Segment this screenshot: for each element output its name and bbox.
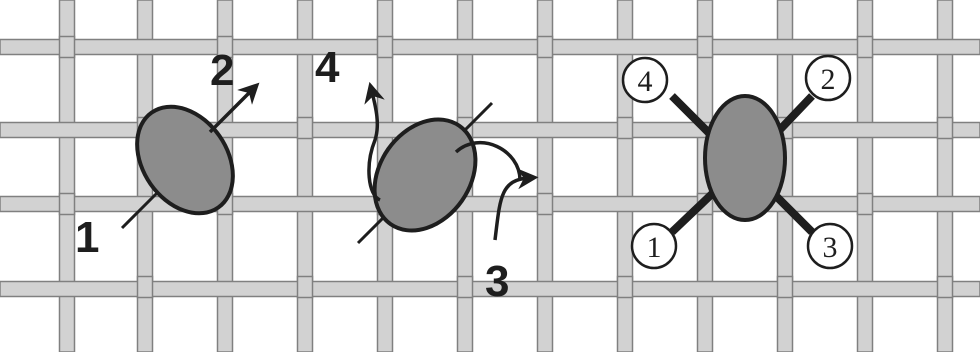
circled-label-three: 3 (823, 231, 838, 264)
circled-label-one: 1 (647, 231, 662, 264)
thread-crossing (60, 37, 75, 58)
thread-crossing (538, 194, 553, 215)
thread-crossing (618, 277, 633, 298)
thread-crossing (138, 277, 153, 298)
horizontal-canvas-thread (0, 40, 980, 55)
thread-crossing (618, 118, 633, 139)
thread-crossing (458, 277, 473, 298)
step-label-four: 4 (315, 43, 340, 92)
finished-stitch: 4 2 1 3 (623, 56, 852, 268)
thread-crossing (538, 37, 553, 58)
step-label-two: 2 (210, 46, 234, 95)
stitch-step-three-four: 4 3 (315, 43, 528, 306)
thread-crossing (938, 118, 953, 139)
thread-crossing (60, 194, 75, 215)
thread-crossing (858, 37, 873, 58)
circled-label-two: 2 (821, 63, 836, 96)
step-label-one: 1 (75, 213, 99, 262)
thread-crossing (298, 118, 313, 139)
step-label-three: 3 (485, 257, 509, 306)
thread-crossing (938, 277, 953, 298)
thread-crossing (778, 277, 793, 298)
circled-label-four: 4 (638, 65, 653, 98)
thread-crossing (858, 194, 873, 215)
thread-crossing (698, 37, 713, 58)
oval-stitch-icon (705, 96, 785, 220)
thread-crossing (378, 37, 393, 58)
thread-crossing (298, 277, 313, 298)
